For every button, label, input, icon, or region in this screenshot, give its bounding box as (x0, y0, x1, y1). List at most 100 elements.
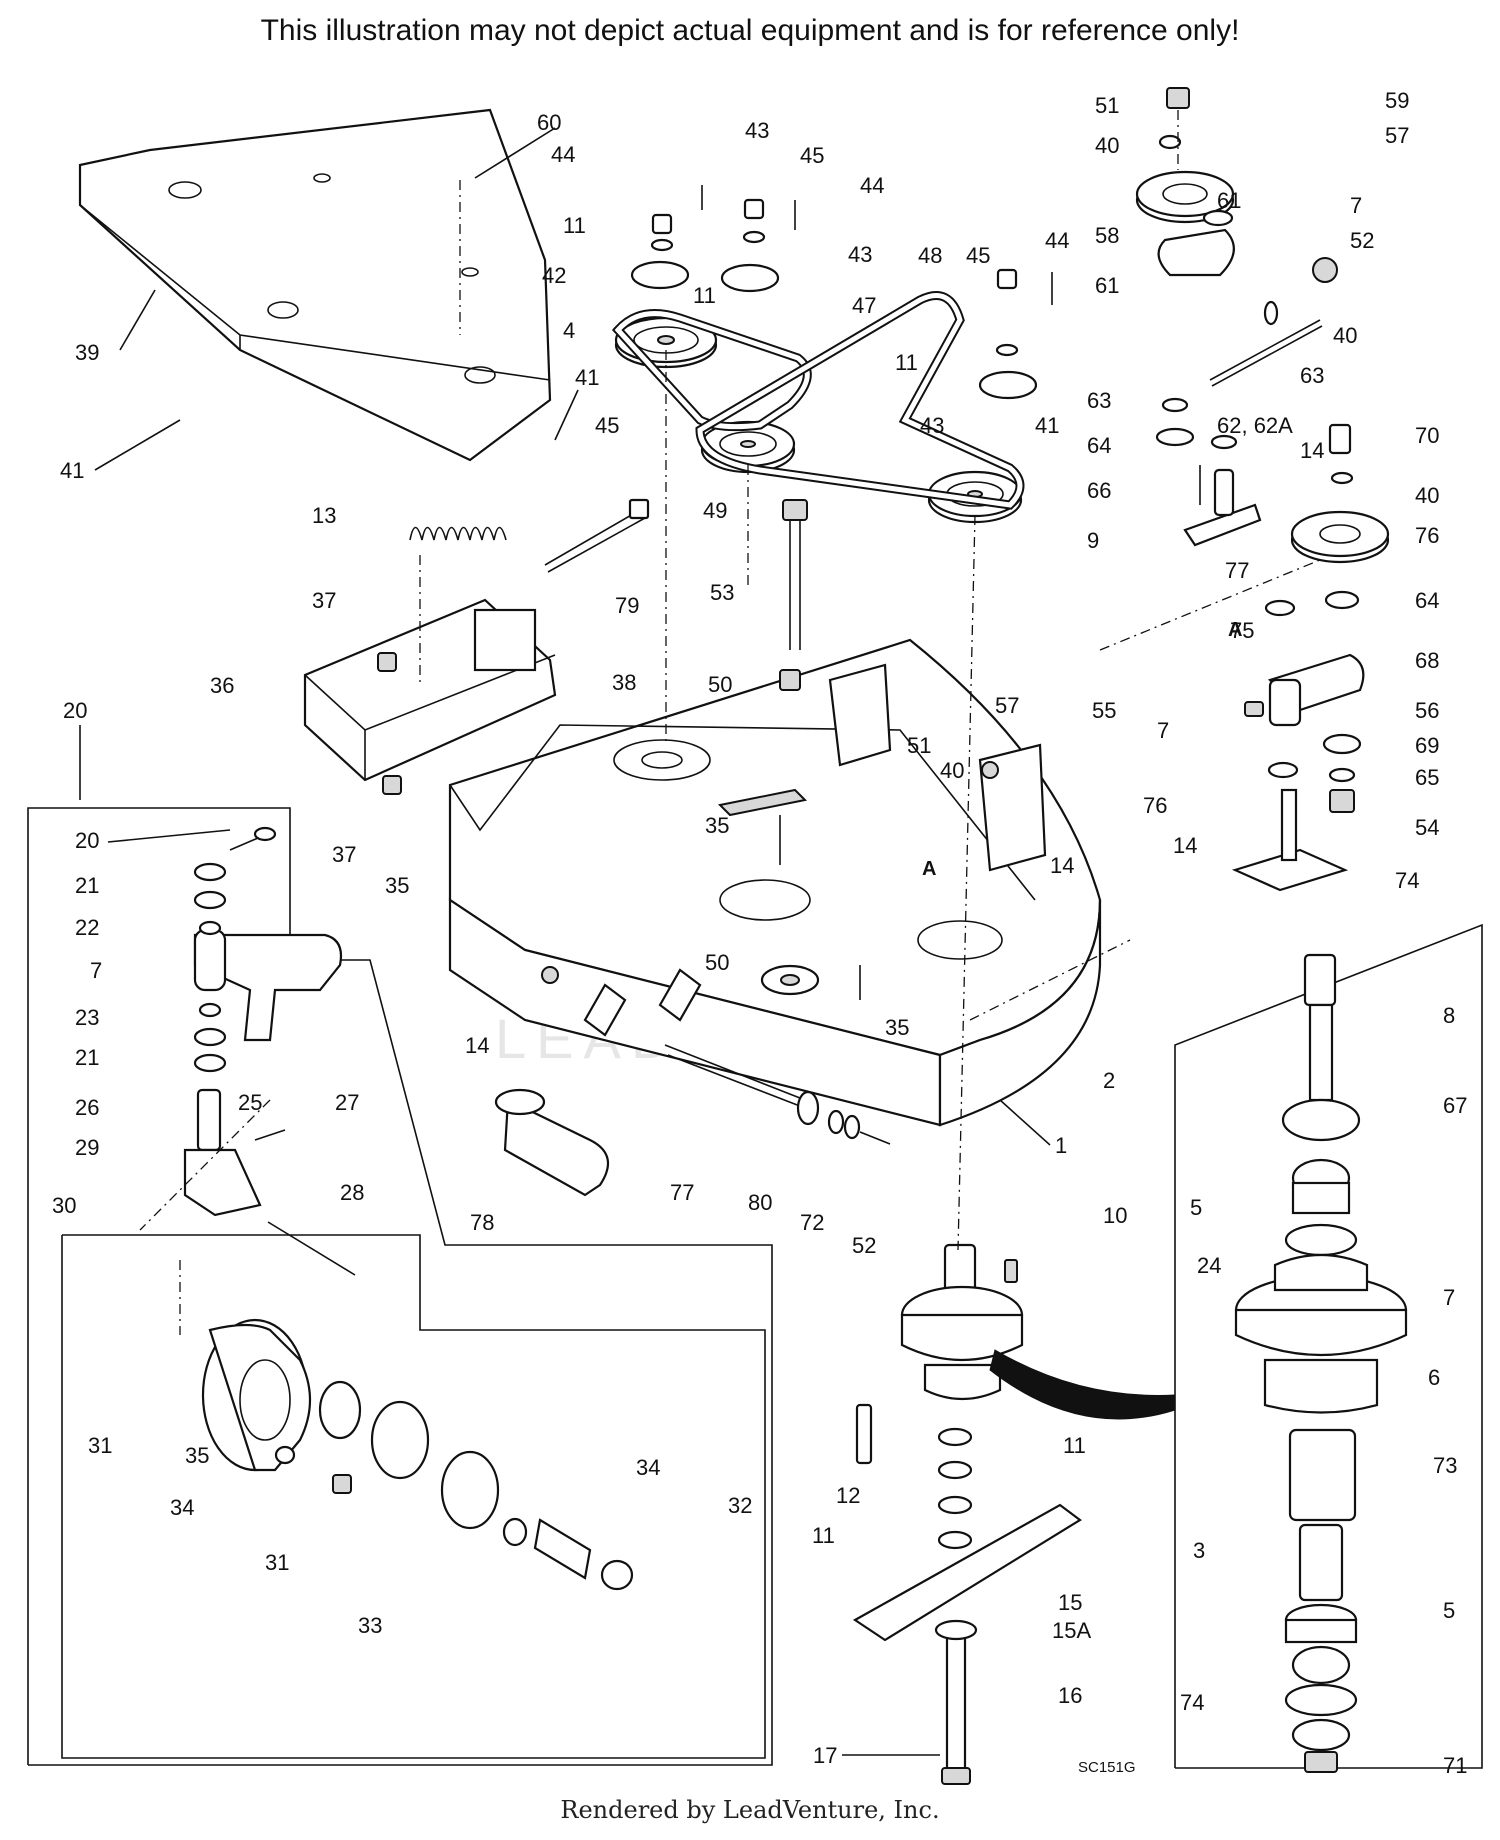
callout-label: 2 (1103, 1068, 1115, 1093)
wheel-assembly-box (61, 1234, 766, 1759)
bearings-lower (1284, 1603, 1358, 1773)
height-adjust-assembly-box (27, 807, 773, 1766)
bolt-17 (934, 1619, 978, 1785)
callout-label: 5 (1190, 1195, 1202, 1220)
spindle-housing (900, 1243, 1024, 1400)
callout-label: 29 (75, 1135, 99, 1160)
callout-label: 42 (542, 263, 566, 288)
callout-label: 45 (595, 413, 619, 438)
callout-label: 16 (1058, 1683, 1082, 1708)
callout-label: 36 (210, 673, 234, 698)
callout-label: 73 (1433, 1453, 1457, 1478)
hub-30-34 (274, 1380, 634, 1591)
spindle-assembly-box (1174, 923, 1483, 1769)
callout-label: 39 (75, 340, 99, 365)
callout-label: 12 (836, 1483, 860, 1508)
callout-label: 58 (1095, 223, 1119, 248)
callout-label: 21 (75, 1045, 99, 1070)
idler-pulley-58 (1135, 87, 1235, 224)
callout-label: 20 (63, 698, 87, 723)
callout-label: 72 (800, 1210, 824, 1235)
callout-label: 28 (340, 1180, 364, 1205)
callout-label: 45 (800, 143, 824, 168)
callout-label: 40 (1095, 133, 1119, 158)
callout-label: 21 (75, 873, 99, 898)
callout-label: 14 (1050, 853, 1074, 878)
callout-label: 52 (852, 1233, 876, 1258)
height-arm-23 (193, 928, 343, 1042)
callout-label: 62, 62A (1217, 413, 1293, 438)
callout-labels: 60 39 41 41 44 43 45 44 11 42 11 43 4 47… (52, 88, 1467, 1778)
callout-label: 76 (1143, 793, 1167, 818)
callout-label: 43 (848, 242, 872, 267)
callout-label: 14 (1173, 833, 1197, 858)
nut-37a (377, 652, 397, 672)
callout-label: 53 (710, 580, 734, 605)
callout-label: 3 (1193, 1538, 1205, 1563)
callout-label: 63 (1300, 363, 1324, 388)
spacer-70-3 (1288, 1428, 1357, 1602)
callout-label: 43 (920, 413, 944, 438)
blade-15 (852, 1503, 1082, 1642)
callout-label: 7 (90, 958, 102, 983)
callout-label: 51 (907, 733, 931, 758)
callout-label: 40 (940, 758, 964, 783)
axle-80 (664, 1044, 891, 1145)
callout-label: 17 (813, 1743, 837, 1768)
callout-label: 30 (52, 1193, 76, 1218)
spindle-housing-6 (1234, 1253, 1408, 1414)
callout-label: 44 (1045, 228, 1069, 253)
callout-label: 70 (1415, 423, 1439, 448)
callout-label: 44 (860, 173, 884, 198)
callout-label: 7 (1157, 718, 1169, 743)
callout-label: 41 (1035, 413, 1059, 438)
callout-label: 74 (1395, 868, 1419, 893)
rod-62 (1155, 257, 1338, 447)
callout-label: 7 (1443, 1285, 1455, 1310)
rod-73 (544, 498, 650, 573)
callout-label: 68 (1415, 648, 1439, 673)
mower-deck (448, 638, 1102, 1127)
callout-label: 7 (1350, 193, 1362, 218)
callout-label: 34 (170, 1495, 194, 1520)
callout-label: 13 (312, 503, 336, 528)
callout-label: 66 (1087, 478, 1111, 503)
callout-label: 61 (1217, 188, 1241, 213)
callout-label: 51 (1095, 93, 1119, 118)
callout-label: 77 (670, 1180, 694, 1205)
callout-label: 48 (918, 243, 942, 268)
callout-label: 59 (1385, 88, 1409, 113)
mower-deck-parts-diagram: LEADVENTURE (27, 87, 1483, 1785)
spindle-shaft-8 (1281, 953, 1361, 1257)
callout-label: 60 (537, 110, 561, 135)
pulley-76 (1290, 423, 1390, 610)
callout-label: 52 (1350, 228, 1374, 253)
callout-label: 31 (265, 1550, 289, 1575)
callout-label: 67 (1443, 1093, 1467, 1118)
drawing-code: SC151G (1078, 1759, 1136, 1776)
callout-label: 26 (75, 1095, 99, 1120)
callout-label: 24 (1197, 1253, 1221, 1278)
callout-label: 32 (728, 1493, 752, 1518)
callout-label: 31 (88, 1433, 112, 1458)
callout-label: 63 (1087, 388, 1111, 413)
belt-47 (611, 309, 812, 432)
idler-arm-60 (1157, 209, 1235, 277)
belt-48 (695, 291, 1025, 510)
callout-label: 41 (575, 365, 599, 390)
callout-label: 11 (1063, 1433, 1086, 1458)
washers-11-stack (855, 1403, 973, 1550)
callout-label: 23 (75, 1005, 99, 1030)
arm-67 (1244, 599, 1365, 813)
callout-label: 6 (1428, 1365, 1440, 1390)
callout-label: 77 (1225, 558, 1249, 583)
washers-20-21 (193, 826, 277, 1073)
callout-label: 64 (1415, 588, 1439, 613)
callout-label: 14 (465, 1033, 489, 1058)
callout-label: 35 (885, 1015, 909, 1040)
callout-label: 56 (1415, 698, 1439, 723)
callout-label: 80 (748, 1190, 772, 1215)
callout-label: 50 (705, 950, 729, 975)
wheel-29 (201, 1318, 312, 1472)
callout-label: 65 (1415, 765, 1439, 790)
